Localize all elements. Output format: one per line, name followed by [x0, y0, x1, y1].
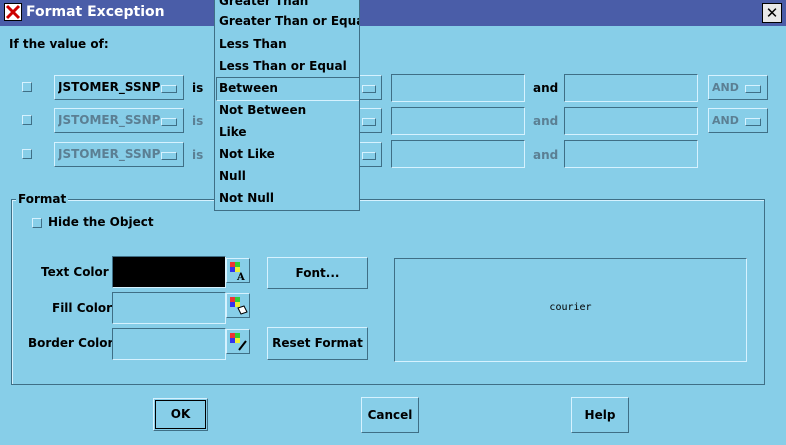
close-button[interactable]: ✕	[762, 3, 782, 23]
row1-checkbox[interactable]	[22, 82, 32, 92]
dropdown-selection-highlight	[216, 77, 359, 101]
format-preview-box: courier	[394, 258, 747, 362]
fill-color-swatch	[112, 292, 226, 324]
row3-operator-combo[interactable]	[358, 142, 382, 167]
row3-and-label: and	[533, 148, 559, 162]
dropdown-item-between[interactable]: Between	[219, 81, 278, 95]
border-color-swatch	[112, 328, 226, 360]
ok-button[interactable]: OK	[153, 398, 208, 431]
window-title: Format Exception	[26, 4, 165, 20]
dropdown-item-greater-than-or-equal[interactable]: Greater Than or Equal	[219, 14, 360, 28]
row1-connector-combo[interactable]: AND	[708, 75, 768, 100]
combo-indicator-icon	[161, 118, 177, 126]
row2-value1-input[interactable]	[391, 107, 525, 135]
dropdown-item-greater-than[interactable]: Greater Than	[219, 0, 309, 8]
dropdown-item-not-between[interactable]: Not Between	[219, 103, 307, 117]
row3-checkbox[interactable]	[22, 149, 32, 159]
palette-fill-icon	[230, 297, 248, 315]
row2-operator-combo[interactable]	[358, 108, 382, 133]
hide-object-label: Hide the Object	[48, 215, 154, 229]
border-color-picker-button[interactable]	[226, 329, 250, 354]
combo-indicator-icon	[161, 152, 177, 160]
dropdown-item-not-null[interactable]: Not Null	[219, 191, 275, 205]
condition-header: If the value of:	[9, 37, 109, 51]
combo-indicator-icon	[745, 85, 761, 93]
row1-value2-input[interactable]	[564, 74, 698, 102]
dropdown-item-null[interactable]: Null	[219, 169, 246, 183]
row1-field-value: JSTOMER_SSNPe	[58, 80, 162, 94]
combo-indicator-icon	[745, 118, 761, 126]
dropdown-item-like[interactable]: Like	[219, 125, 247, 139]
row1-and-label: and	[533, 81, 559, 95]
row1-value1-input[interactable]	[391, 74, 525, 102]
font-button[interactable]: Font...	[267, 257, 368, 289]
row1-connector-value: AND	[712, 81, 739, 94]
operator-dropdown-list[interactable]: Greater Than Greater Than or Equal Less …	[214, 0, 360, 211]
fill-color-label: Fill Color	[52, 301, 113, 315]
palette-text-icon: A	[230, 262, 245, 283]
combo-indicator-icon	[362, 152, 376, 160]
row3-value2-input[interactable]	[564, 140, 698, 168]
palette-border-icon	[230, 333, 247, 351]
row1-field-combo[interactable]: JSTOMER_SSNPe	[54, 75, 184, 100]
dropdown-item-not-like[interactable]: Not Like	[219, 147, 275, 161]
reset-format-button[interactable]: Reset Format	[267, 327, 368, 360]
row3-value1-input[interactable]	[391, 140, 525, 168]
hide-object-checkbox[interactable]	[32, 218, 42, 228]
row2-checkbox[interactable]	[22, 115, 32, 125]
fill-color-picker-button[interactable]	[226, 293, 250, 318]
format-group-frame	[11, 199, 765, 385]
row3-field-value: JSTOMER_SSNPe	[58, 147, 162, 161]
row2-field-value: JSTOMER_SSNPe	[58, 113, 162, 127]
row2-connector-combo[interactable]: AND	[708, 108, 768, 133]
text-color-swatch	[112, 256, 226, 288]
app-x-icon	[4, 3, 22, 21]
title-bar: Format Exception ✕	[0, 0, 786, 26]
border-color-label: Border Color	[28, 336, 114, 350]
combo-indicator-icon	[161, 85, 177, 93]
combo-indicator-icon	[362, 85, 376, 93]
row2-and-label: and	[533, 114, 559, 128]
text-color-label: Text Color	[41, 265, 109, 279]
row2-field-combo[interactable]: JSTOMER_SSNPe	[54, 108, 184, 133]
format-group-label: Format	[16, 192, 69, 206]
row3-field-combo[interactable]: JSTOMER_SSNPe	[54, 142, 184, 167]
dropdown-item-less-than-or-equal[interactable]: Less Than or Equal	[219, 59, 347, 73]
row2-is-label: is	[192, 114, 204, 128]
text-color-picker-button[interactable]: A	[226, 258, 250, 283]
help-button[interactable]: Help	[571, 397, 629, 433]
row1-operator-combo[interactable]	[358, 75, 382, 100]
cancel-button[interactable]: Cancel	[361, 397, 419, 433]
svg-text:A: A	[236, 272, 245, 282]
row3-is-label: is	[192, 148, 204, 162]
preview-text: courier	[549, 302, 592, 313]
dropdown-item-less-than[interactable]: Less Than	[219, 37, 287, 51]
row2-connector-value: AND	[712, 114, 739, 127]
combo-indicator-icon	[362, 118, 376, 126]
row1-is-label: is	[192, 81, 204, 95]
row2-value2-input[interactable]	[564, 107, 698, 135]
